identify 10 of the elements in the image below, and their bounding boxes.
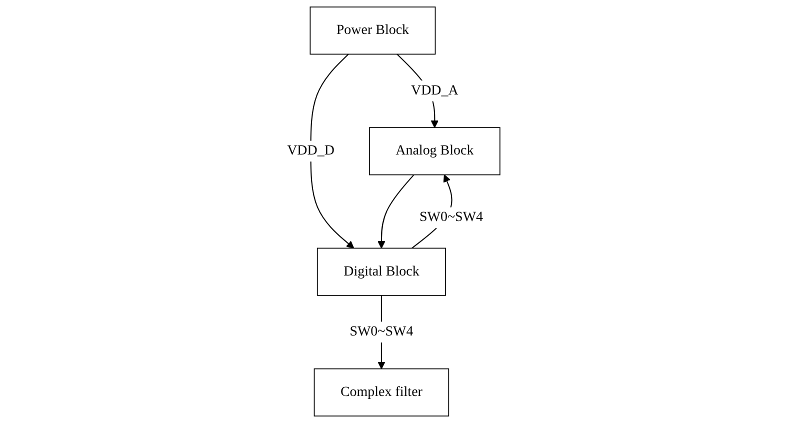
- node-box: Complex filter: [314, 368, 450, 416]
- node-box: Digital Block: [316, 248, 446, 296]
- arrow: [310, 54, 354, 249]
- edge-label: VDD_D: [287, 143, 334, 158]
- edge-label: VDD_A: [410, 83, 458, 98]
- arrow: [378, 174, 414, 249]
- node-box: Analog Block: [368, 127, 500, 176]
- edge-label: SW0~SW4: [420, 210, 484, 225]
- edge-label: SW0~SW4: [350, 324, 414, 340]
- node-box: Power Block: [310, 6, 436, 55]
